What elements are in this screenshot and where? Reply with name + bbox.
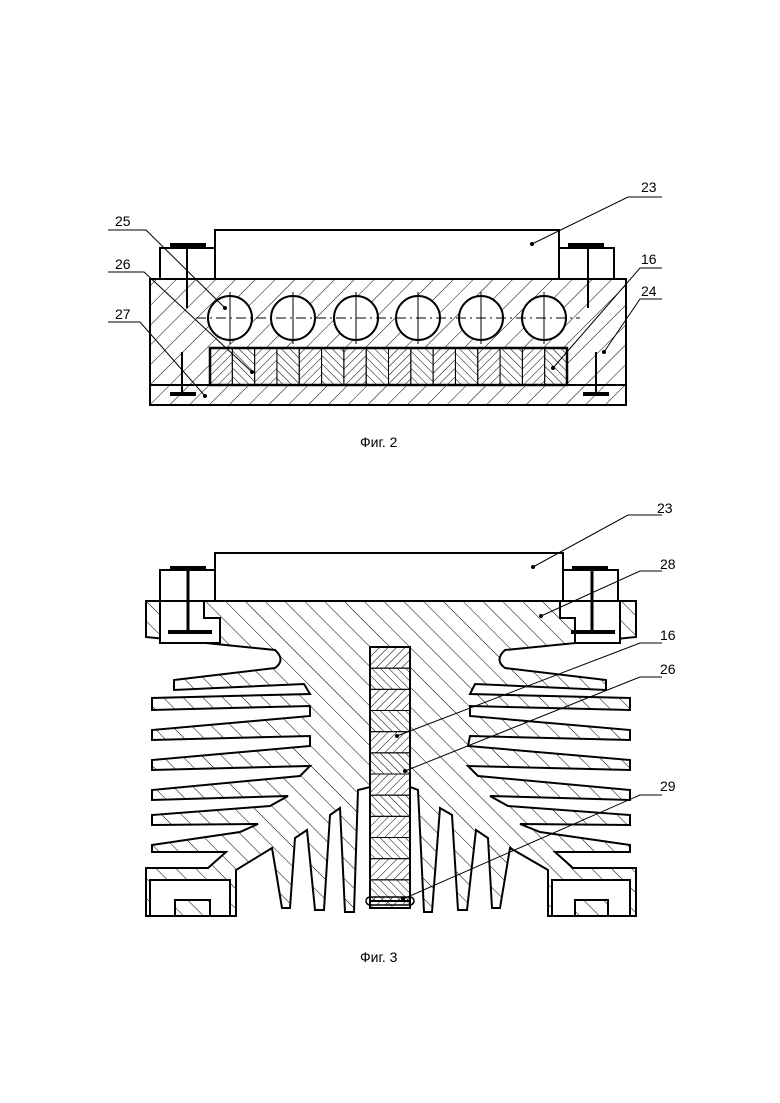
thermo-cell	[232, 348, 254, 385]
figure-3: 23 28 16 26 29 Фиг. 3	[146, 500, 676, 965]
pipe-29	[366, 897, 414, 905]
stack-cell	[370, 689, 410, 710]
label-23-fig3: 23	[657, 500, 673, 516]
thermo-cell	[433, 348, 455, 385]
thermo-cell	[299, 348, 321, 385]
stack-cell	[370, 711, 410, 732]
thermo-cell	[455, 348, 477, 385]
stack-cell	[370, 795, 410, 816]
stack-cell	[370, 647, 410, 668]
thermo-cell	[255, 348, 277, 385]
stack-cell	[370, 816, 410, 837]
stack-cell	[370, 668, 410, 689]
thermo-cell	[411, 348, 433, 385]
thermo-cell	[210, 348, 232, 385]
stack-cell	[370, 774, 410, 795]
caption-fig2: Фиг. 2	[360, 434, 398, 450]
figure-2: 23 25 26 16 24 27 Фиг. 2	[108, 179, 662, 450]
label-23: 23	[641, 179, 657, 195]
stack-cell	[370, 838, 410, 859]
thermo-cell	[500, 348, 522, 385]
thermo-cell	[366, 348, 388, 385]
label-25: 25	[115, 213, 131, 229]
thermo-stack-cells	[370, 647, 410, 901]
label-29: 29	[660, 778, 676, 794]
right-bracket	[559, 248, 614, 279]
stack-cell	[370, 859, 410, 880]
thermo-cell	[478, 348, 500, 385]
thermo-cell	[389, 348, 411, 385]
thermo-cell	[344, 348, 366, 385]
label-26: 26	[115, 256, 131, 272]
thermo-cell	[545, 348, 567, 385]
thermo-cell	[277, 348, 299, 385]
component-box-3	[215, 553, 563, 601]
caption-fig3: Фиг. 3	[360, 949, 398, 965]
thermo-cell	[322, 348, 344, 385]
label-26-fig3: 26	[660, 661, 676, 677]
label-28: 28	[660, 556, 676, 572]
label-16-fig3: 16	[660, 627, 676, 643]
label-24: 24	[641, 283, 657, 299]
thermo-cell	[522, 348, 544, 385]
component-box	[215, 230, 559, 279]
label-27: 27	[115, 306, 131, 322]
bottom-strip	[150, 385, 626, 405]
thermo-cells	[210, 348, 567, 385]
label-16: 16	[641, 251, 657, 267]
stack-cell	[370, 732, 410, 753]
